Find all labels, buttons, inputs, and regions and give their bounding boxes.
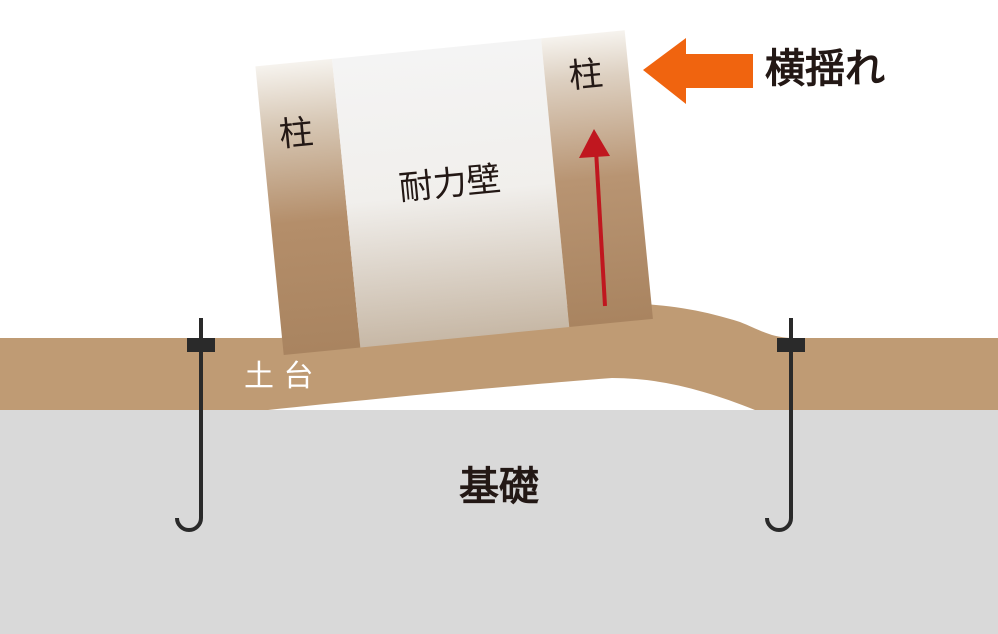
foundation-label: 基礎	[459, 464, 539, 510]
anchor-bolt-left	[175, 318, 215, 532]
shear-wall-label: 耐力壁	[397, 159, 502, 209]
anchor-bolt-right	[765, 318, 805, 532]
lateral-arrow-icon	[643, 38, 753, 104]
sill-label: 土 台	[244, 359, 314, 394]
pillar-right-label: 柱	[567, 54, 605, 97]
pillar-left	[255, 58, 361, 356]
foundation-block	[0, 410, 998, 634]
shear-wall	[332, 38, 570, 348]
lateral-shaking-label: 横揺れ	[765, 46, 885, 92]
sill-beam	[0, 303, 998, 410]
pillar-left-label: 柱	[277, 112, 315, 155]
uplift-arrow-icon	[579, 129, 610, 307]
wall-panel: 柱 耐力壁 柱	[255, 30, 653, 356]
